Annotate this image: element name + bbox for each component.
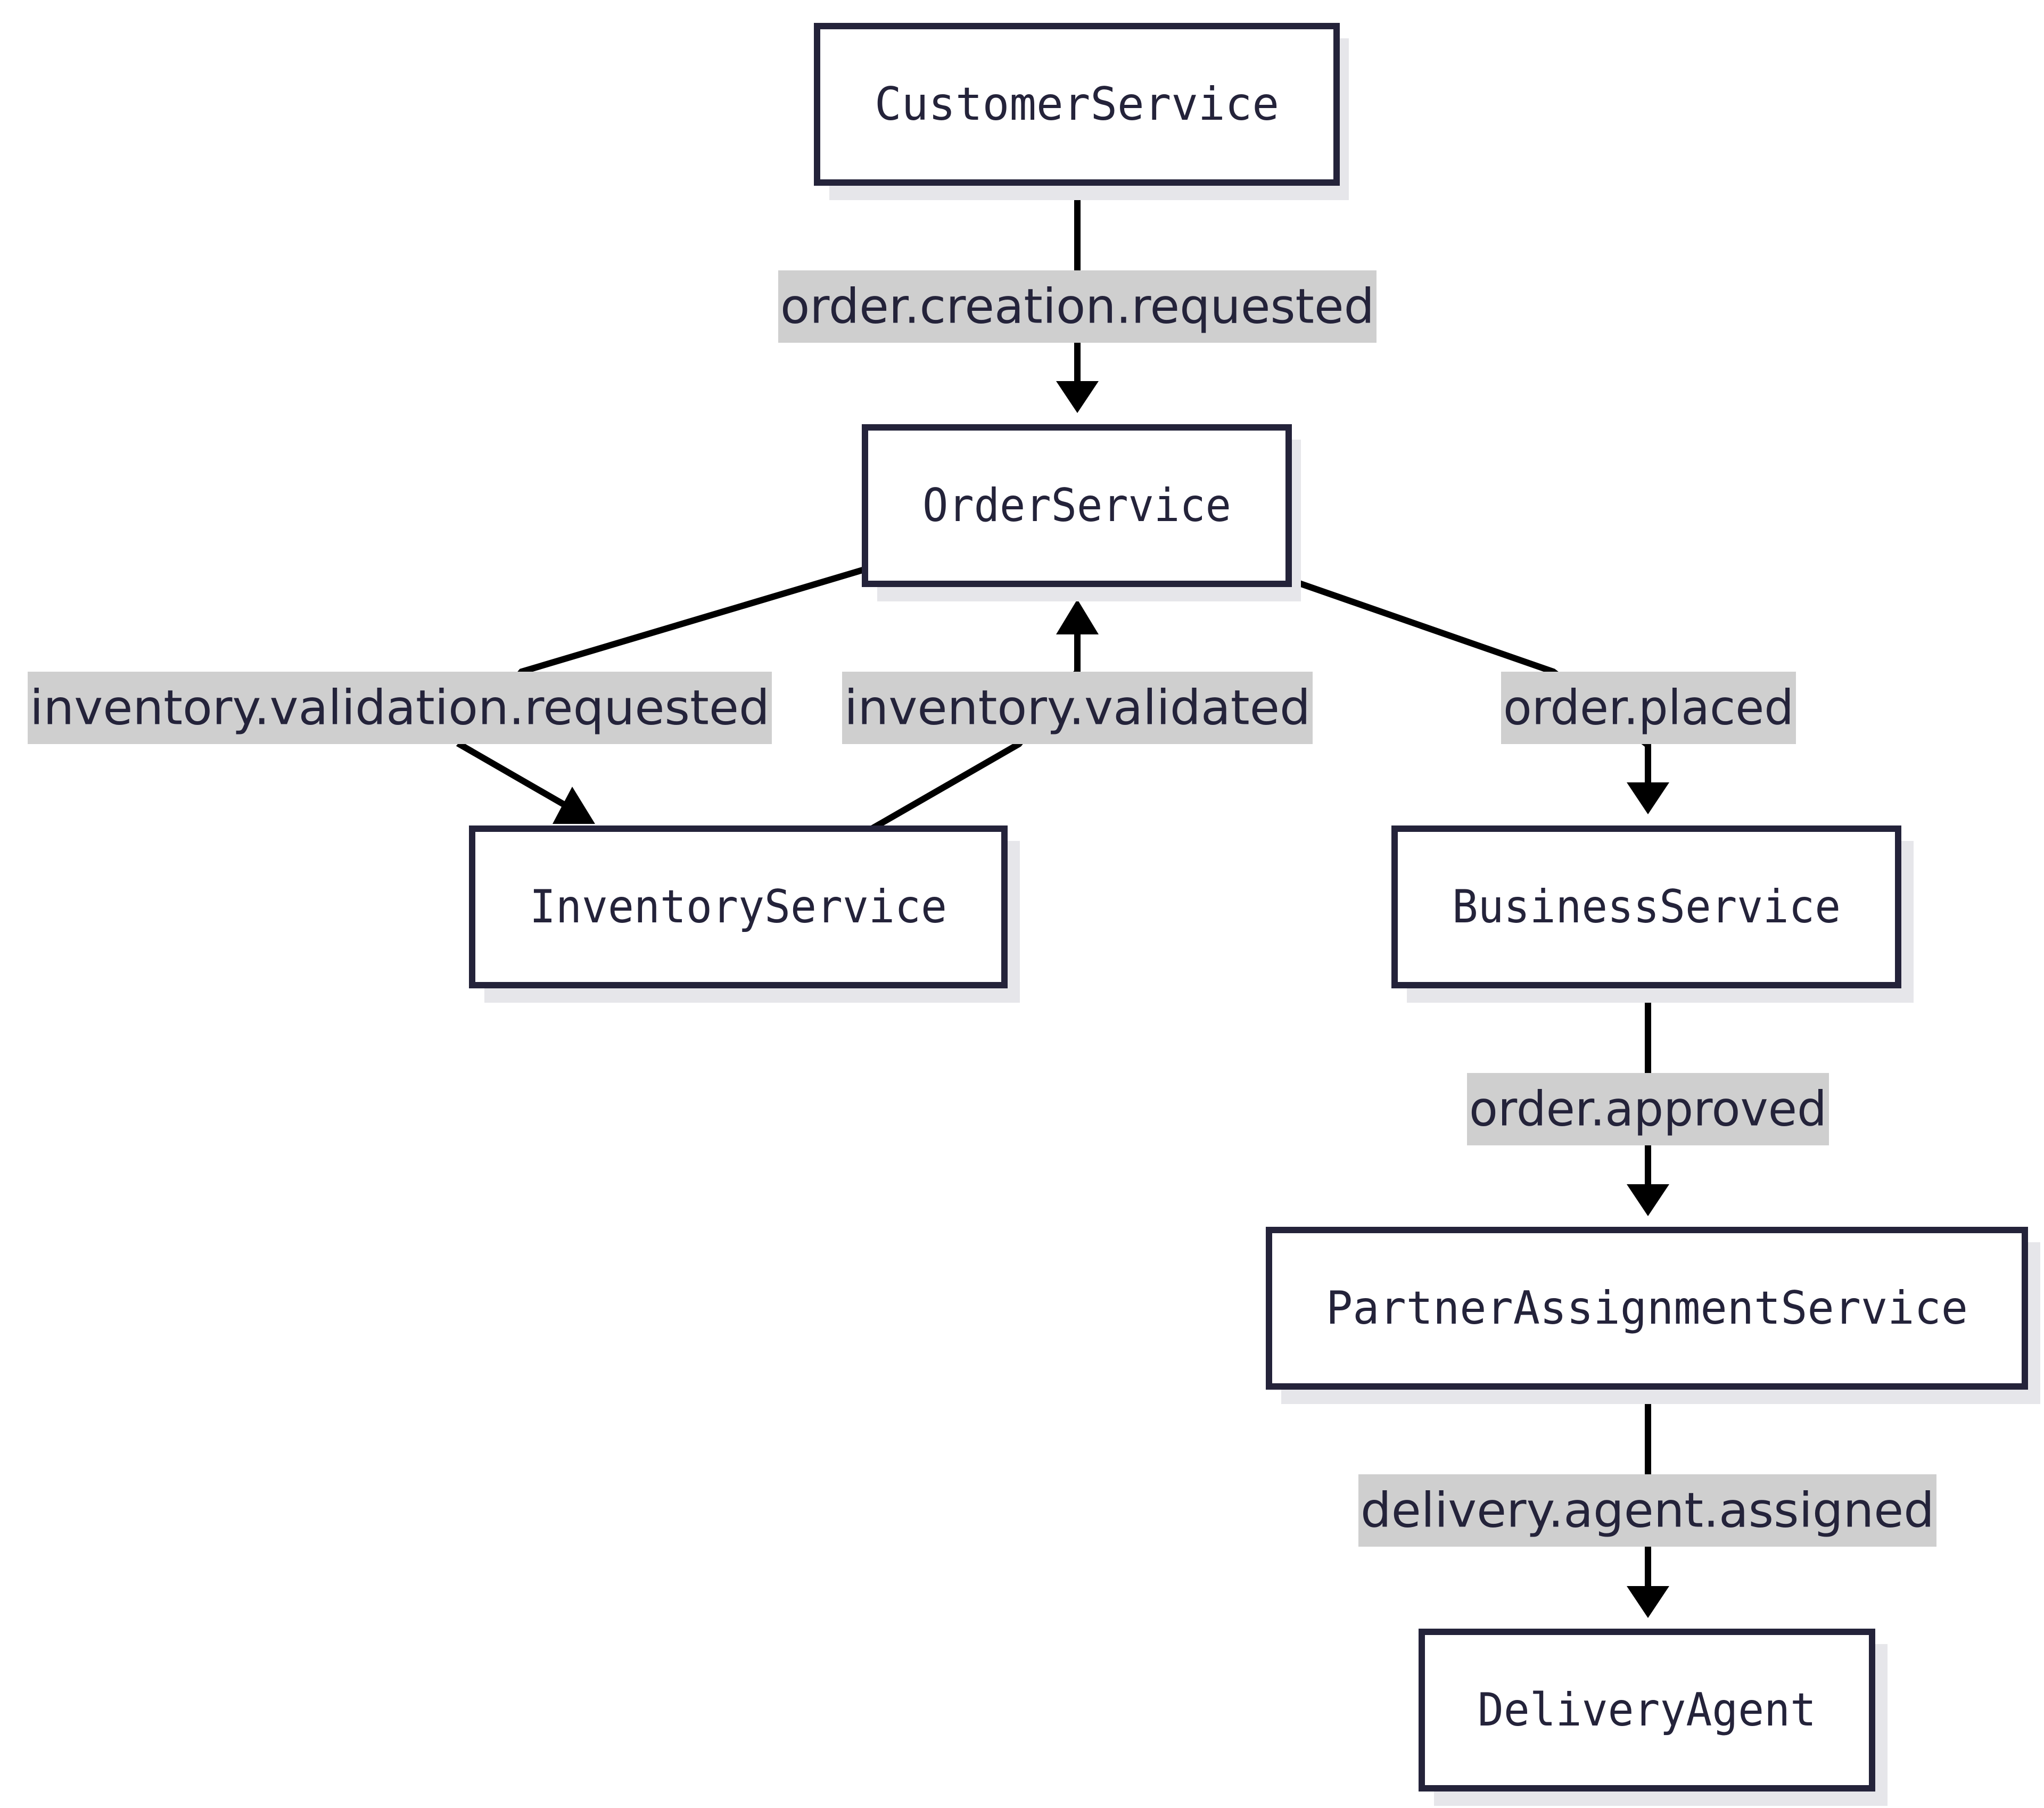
- edge-label-inventory-validation-requested: inventory.validation.requested: [28, 672, 772, 744]
- edge-label-order-placed: order.placed: [1501, 672, 1796, 744]
- node-label: PartnerAssignmentService: [1326, 1282, 1968, 1335]
- node-box: [814, 23, 1340, 186]
- arrowhead-into-order-service: [1056, 381, 1099, 413]
- edge-label-text: order.creation.requested: [780, 279, 1374, 335]
- edge-label-delivery-agent-assigned: delivery.agent.assigned: [1358, 1474, 1936, 1547]
- edge-label-text: inventory.validated: [844, 680, 1311, 736]
- edge-label-text: order.approved: [1469, 1082, 1827, 1137]
- node-inventory-service: InventoryService: [469, 825, 1020, 1003]
- node-label: OrderService: [922, 479, 1231, 532]
- node-box: [469, 825, 1008, 988]
- node-label: BusinessService: [1452, 880, 1841, 934]
- node-box: [1266, 1227, 2028, 1390]
- arrowhead-into-business-service: [1627, 782, 1669, 814]
- edge-labels: order.creation.requested inventory.valid…: [28, 270, 1936, 1547]
- edge-label-order-approved: order.approved: [1467, 1073, 1829, 1145]
- node-label: CustomerService: [875, 78, 1279, 131]
- arrowhead-into-partner-service: [1627, 1184, 1669, 1216]
- node-business-service: BusinessService: [1391, 825, 1914, 1003]
- edge-label-inventory-validated: inventory.validated: [842, 672, 1313, 744]
- arrowhead-into-delivery-agent: [1627, 1586, 1669, 1618]
- edge-label-order-creation-requested: order.creation.requested: [778, 270, 1377, 343]
- edge-label-text: inventory.validation.requested: [30, 680, 770, 736]
- edge-label-text: order.placed: [1503, 680, 1794, 736]
- node-partner-assignment-service: PartnerAssignmentService: [1266, 1227, 2040, 1404]
- arrowhead-back-into-order-service: [1056, 599, 1099, 634]
- node-box: [1419, 1629, 1875, 1792]
- node-box: [1391, 825, 1901, 988]
- node-label: InventoryService: [530, 880, 947, 934]
- edge-label-text: delivery.agent.assigned: [1361, 1483, 1934, 1539]
- nodes: CustomerService OrderService InventorySe…: [469, 23, 2040, 1806]
- node-customer-service: CustomerService: [814, 23, 1349, 200]
- node-delivery-agent: DeliveryAgent: [1419, 1629, 1888, 1806]
- arrowhead-into-inventory-service: [553, 787, 595, 824]
- node-box: [862, 424, 1292, 587]
- node-order-service: OrderService: [862, 424, 1301, 601]
- node-label: DeliveryAgent: [1478, 1683, 1816, 1737]
